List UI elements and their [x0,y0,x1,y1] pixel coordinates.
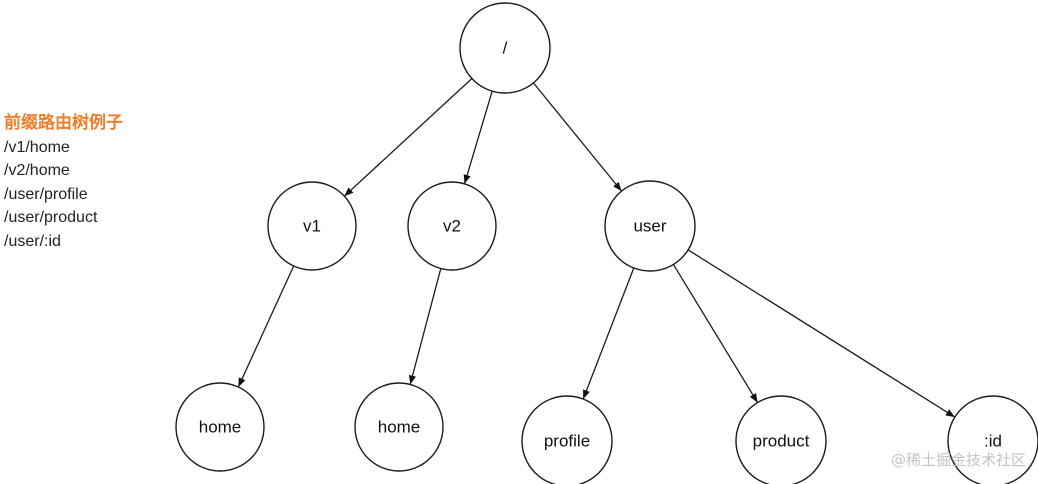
route-item: /user/product [4,209,98,226]
node-label: home [378,418,421,437]
node-label: profile [544,432,590,451]
node-root: / [459,2,551,94]
tree-nodes: / v1 v2 user home home profile product :id [175,2,1038,484]
node-v1-home: home [175,382,265,472]
node-profile: profile [521,395,613,484]
node-circle [267,181,357,271]
node-label: v2 [443,217,461,236]
node-v2: v2 [407,181,497,271]
tree-edges [237,78,956,418]
node-circle [459,2,551,94]
route-item: /v2/home [4,162,70,179]
edge-v2-to-v2-home [409,268,442,385]
node-label: / [503,39,508,58]
node-circle [407,181,497,271]
edge-v1-to-v1-home [237,265,295,388]
route-item: /user/:id [4,232,61,250]
legend-title: 前缀路由树例子 [4,113,123,133]
node-circle [947,395,1038,484]
node-v2-home: home [354,382,444,472]
node-product: product [735,395,827,484]
route-item: /user/profile [4,185,88,203]
edge-user-to-id [687,249,956,418]
node-circle [521,395,613,484]
node-label: user [633,217,666,236]
route-list: 前缀路由树例子 /v1/home /v2/home /user/profile … [4,112,123,253]
edge-root-to-v2 [463,90,493,185]
node-user: user [604,180,696,272]
edge-user-to-product [672,264,759,403]
node-circle [604,180,696,272]
node-label: v1 [303,217,321,236]
edge-root-to-user [532,82,623,192]
route-item: /v1/home [4,138,70,156]
edge-root-to-v1 [343,78,473,197]
node-label: home [199,418,242,437]
node-circle [354,382,444,472]
node-id: :id [947,395,1038,484]
node-label: product [753,432,810,451]
node-label: :id [984,432,1002,451]
watermark: @稀土掘金技术社区 [890,451,1026,469]
node-v1: v1 [267,181,357,271]
node-circle [735,395,827,484]
node-circle [175,382,265,472]
edge-user-to-profile [582,267,635,400]
